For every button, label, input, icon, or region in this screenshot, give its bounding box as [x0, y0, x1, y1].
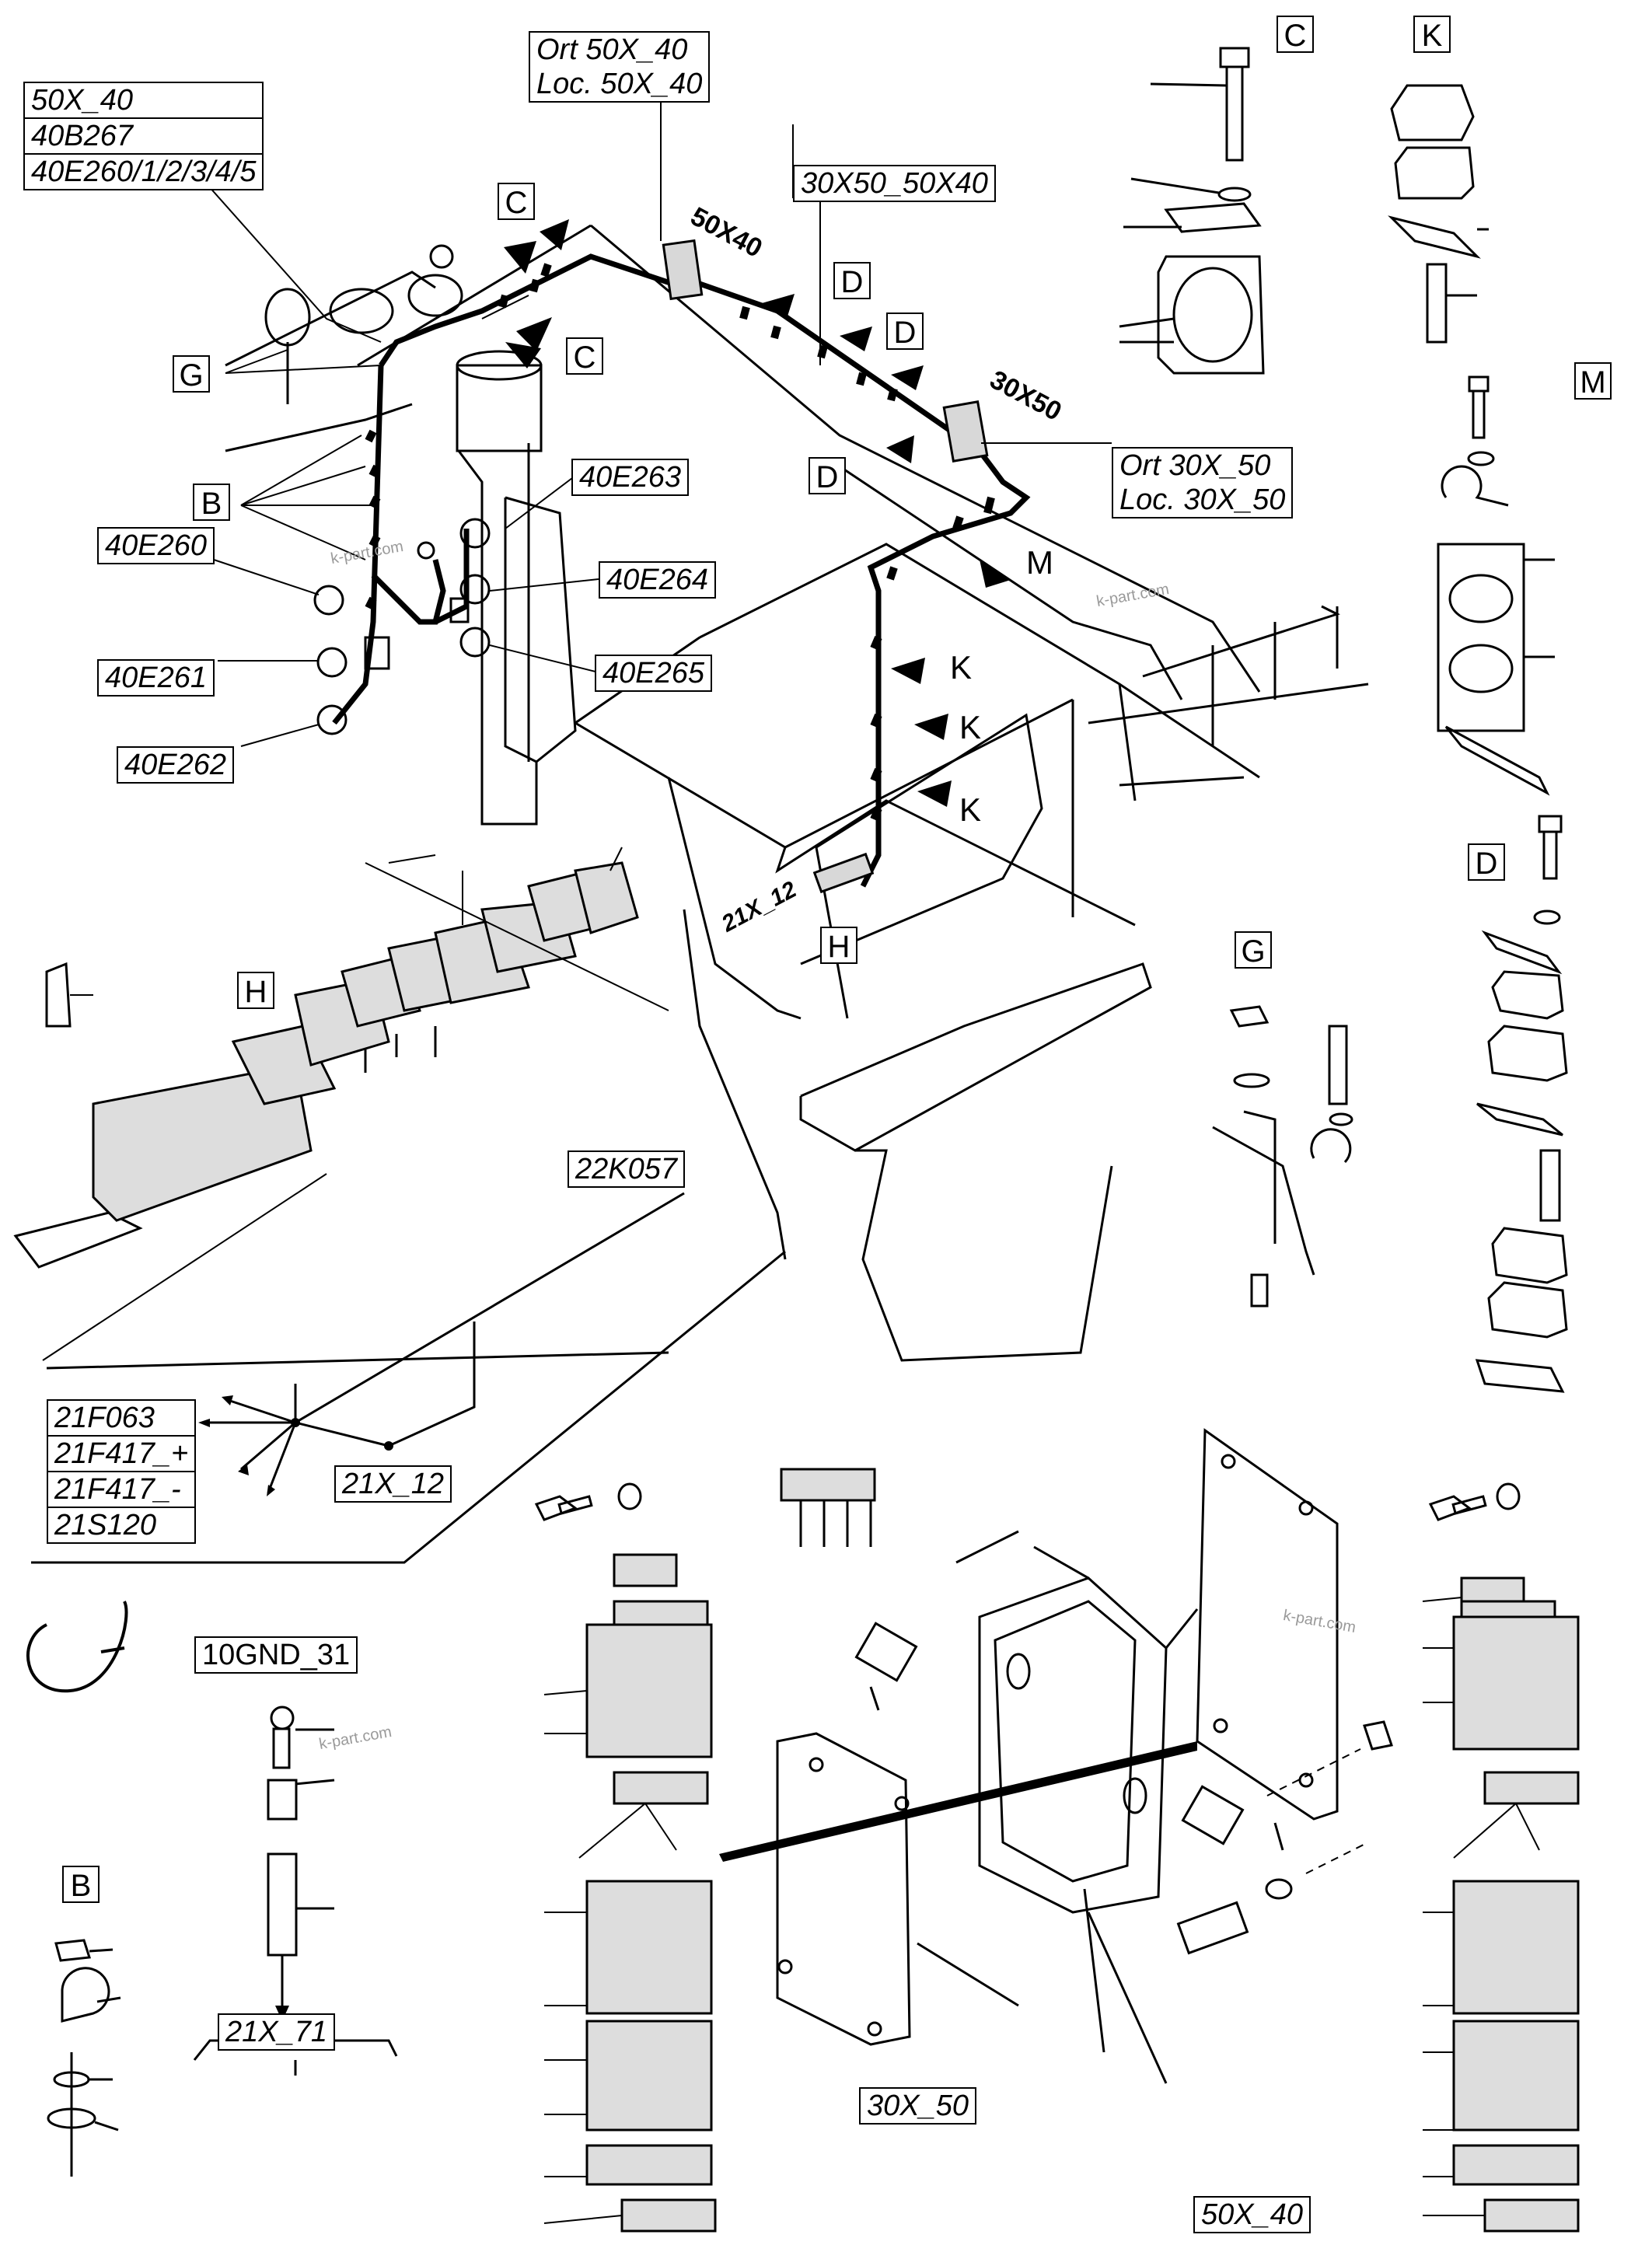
arrow-letter-m: M [1026, 544, 1053, 581]
view-letter-k: K [1413, 16, 1451, 53]
lamps [225, 244, 463, 452]
callout-40e264: 40E264 [599, 561, 717, 599]
callout-line: 21F063 [47, 1399, 197, 1437]
callout-40e263: 40E263 [571, 459, 690, 496]
callout-route: 30X50_50X40 [793, 165, 996, 202]
roof-platform [357, 224, 1369, 1362]
view-letter-h: H [237, 972, 274, 1009]
small-hardware [534, 1468, 1521, 1547]
callout-line: 21S120 [47, 1508, 197, 1544]
callout-line: 21F417_+ [47, 1437, 197, 1472]
stack-leaders [543, 1597, 1540, 2224]
callout-line: 40B267 [23, 119, 264, 155]
callout-40e265: 40E265 [595, 655, 713, 692]
callout-line: Ort 50X_40 [529, 31, 711, 67]
view-letter-d: D [886, 312, 924, 350]
view-letter-d: D [809, 457, 846, 494]
junction-box-30x50 [776, 1428, 1393, 2084]
callout-40e260: 40E260 [97, 527, 215, 564]
harness-clips [365, 263, 995, 821]
terminal-blocks [13, 861, 639, 1269]
view-letter-b: B [193, 484, 230, 521]
hardware-b [47, 1939, 121, 2177]
dash-lines [1266, 1748, 1369, 1874]
callout-50x40-stack: 50X_40 40B267 40E260/1/2/3/4/5 [23, 82, 264, 190]
junction-boxes [662, 239, 989, 894]
arrow-letter-k: K [959, 709, 982, 745]
callout-22k057: 22K057 [568, 1150, 686, 1188]
heavy-pointer [719, 1741, 1197, 1862]
terminal-stack-middle [585, 1553, 717, 2233]
callout-line: Loc. 30X_50 [1112, 483, 1294, 518]
callout-50x40-location: Ort 50X_40 Loc. 50X_40 [529, 31, 711, 103]
pointer-arrows [504, 219, 1011, 807]
connectors-left [313, 518, 491, 735]
cable-tie [26, 1601, 128, 1693]
arrow-letter-k: K [959, 791, 982, 828]
hardware-g [1212, 1005, 1353, 1308]
view-letter-b: B [62, 1866, 100, 1903]
view-letter-c: C [498, 183, 535, 220]
hardware-d [1475, 815, 1568, 1393]
hardware-m [1437, 375, 1555, 796]
view-letter-c: C [566, 337, 603, 375]
hardware-k [1388, 84, 1489, 344]
terminal-stack-right [1452, 1576, 1580, 2233]
view-letter-d: D [833, 262, 871, 299]
callout-line: 21F417_- [47, 1472, 197, 1508]
cabinet [456, 350, 577, 826]
callout-line: 40E260/1/2/3/4/5 [23, 155, 264, 190]
view-letter-c: C [1277, 16, 1314, 53]
callout-40e261: 40E261 [97, 659, 215, 697]
hardware-c [1119, 47, 1265, 375]
view-letter-g: G [1235, 931, 1272, 969]
terminal-leaders [42, 847, 669, 1361]
view-letter-d: D [1468, 843, 1505, 881]
view-letter-g: G [173, 355, 210, 393]
callout-30x50-location: Ort 30X_50 Loc. 30X_50 [1112, 447, 1294, 518]
callout-50x40: 50X_40 [1193, 2196, 1311, 2233]
callout-line: 50X_40 [23, 82, 264, 119]
callout-f-stack: 21F063 21F417_+ 21F417_- 21S120 [47, 1399, 197, 1544]
callout-line: Loc. 50X_40 [529, 67, 711, 103]
callout-21x12: 21X_12 [334, 1465, 452, 1503]
arrow-letter-k: K [950, 649, 973, 686]
callout-40e262: 40E262 [117, 746, 235, 784]
wiring-diagram [31, 1192, 786, 1564]
wire-arrowheads [198, 1395, 393, 1496]
callout-line: Ort 30X_50 [1112, 447, 1294, 483]
callout-10gnd31: 10GND_31 [194, 1636, 358, 1674]
callout-30x50: 30X_50 [859, 2087, 977, 2125]
callout-21x71: 21X_71 [218, 2013, 336, 2051]
view-letter-m: M [1574, 362, 1612, 400]
view-letter-h: H [820, 927, 857, 964]
